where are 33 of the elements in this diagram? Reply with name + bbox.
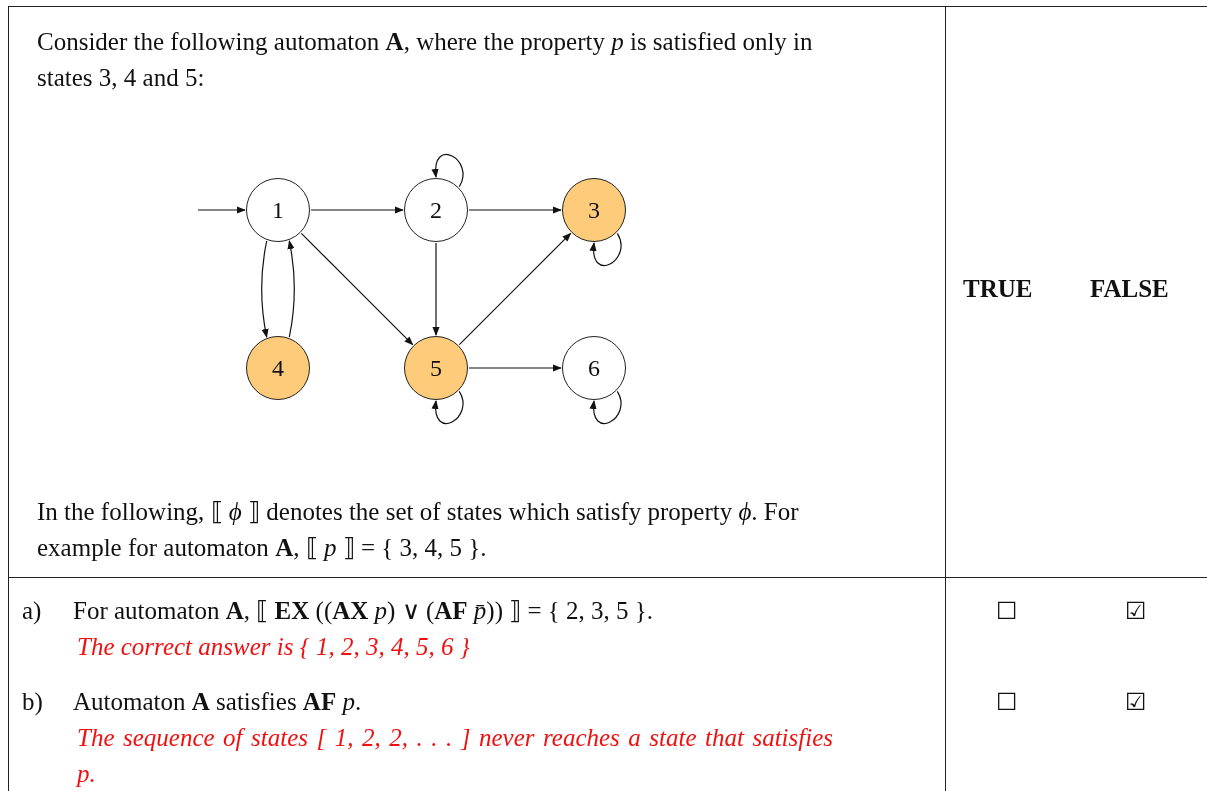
statement: For automaton A, ⟦ EX ((AX p) ∨ (AF p̄)) ⟧ = { 2, 3, 5 }. bbox=[73, 596, 654, 627]
transition-arrow bbox=[287, 240, 295, 338]
self-loop-arrow bbox=[590, 390, 622, 424]
transition-arrow bbox=[300, 232, 414, 346]
state-circle: 1 bbox=[246, 178, 310, 242]
transition-arrow bbox=[468, 206, 562, 214]
note-paragraph: In the following, ⟦ ϕ ⟧ denotes the set of states which satisfy property ϕ. For example for automaton A, ⟦ p ⟧ = { 3, 4, 5 }. bbox=[37, 497, 800, 563]
statement: Automaton A satisfies AF p. bbox=[73, 687, 362, 717]
self-loop-arrow bbox=[432, 154, 464, 188]
check-mark: ☑ bbox=[1125, 687, 1147, 718]
self-loop-arrow bbox=[590, 232, 622, 266]
start-arrow bbox=[197, 206, 246, 214]
state-circle: 6 bbox=[562, 336, 626, 400]
transition-arrow bbox=[310, 206, 404, 214]
item-letter: b) bbox=[22, 687, 43, 718]
transition-arrow bbox=[432, 242, 440, 336]
state-circle: 5 bbox=[404, 336, 468, 400]
state-circle: 2 bbox=[404, 178, 468, 242]
state-circle: 3 bbox=[562, 178, 626, 242]
unchecked-mark: ☐ bbox=[996, 687, 1018, 718]
column-heading: TRUE bbox=[963, 274, 1033, 304]
transition-arrow bbox=[458, 232, 572, 346]
transition-arrow bbox=[261, 240, 269, 338]
answer-note: The sequence of states [ 1, 2, 2, . . . ] never reaches a state that satisfies p. bbox=[77, 723, 833, 789]
self-loop-arrow bbox=[432, 390, 464, 424]
state-circle: 4 bbox=[246, 336, 310, 400]
unchecked-mark: ☐ bbox=[996, 596, 1018, 627]
check-mark: ☑ bbox=[1125, 596, 1147, 627]
column-heading: FALSE bbox=[1090, 274, 1169, 304]
item-letter: a) bbox=[22, 596, 42, 626]
answer-note: The correct answer is { 1, 2, 3, 4, 5, 6 } bbox=[77, 632, 470, 662]
transition-arrow bbox=[468, 364, 562, 372]
intro-paragraph: Consider the following automaton A, where the property p is satisfied only in states 3, 4 and 5: bbox=[37, 27, 814, 93]
